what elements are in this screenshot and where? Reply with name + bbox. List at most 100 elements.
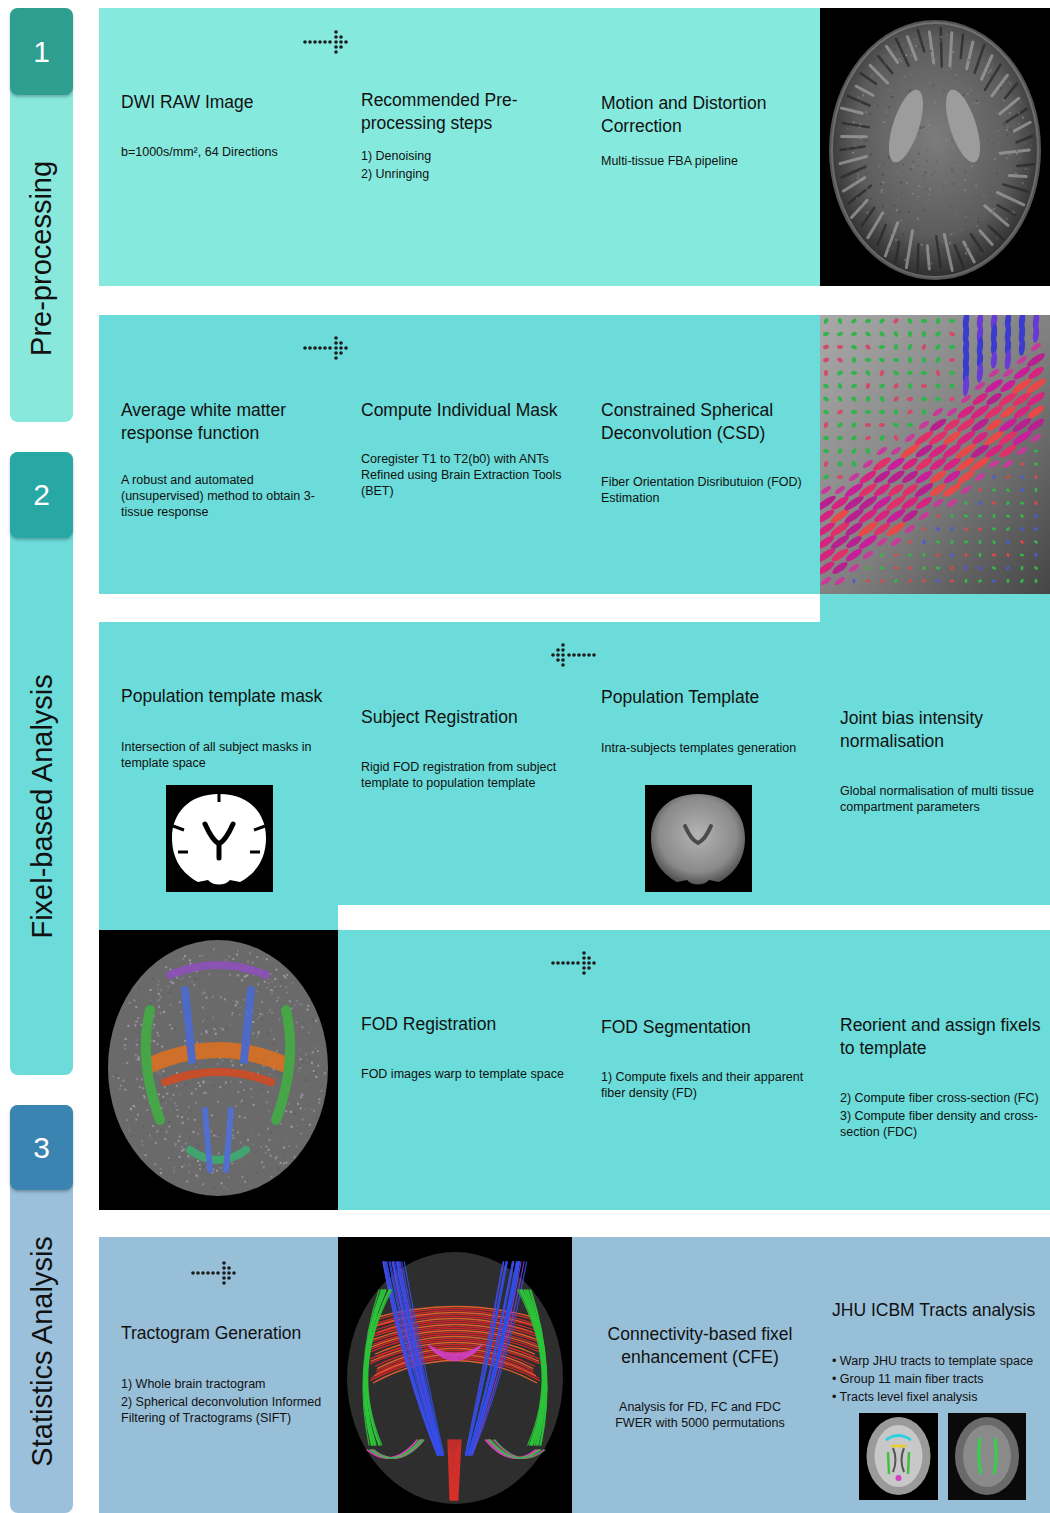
fod-speckle [139,1104,141,1106]
image-noise [1020,101,1022,103]
gyrus-mark [929,32,933,63]
fod-speckle [258,1134,260,1136]
fod-speckle [194,1172,196,1174]
fod-glyph [851,421,857,428]
step-description: b=1000s/mm², 64 Directions [121,144,343,160]
fibre [469,1262,516,1455]
image-noise [955,231,957,233]
fibre [451,1440,453,1500]
image-noise [977,221,979,223]
fod-speckle [158,1147,160,1149]
fibre [452,1440,453,1500]
fod-speckle [158,1093,160,1095]
fod-speckle [179,1093,181,1095]
fod-speckle [162,1023,164,1025]
gyrus-mark [961,35,963,58]
fod-speckle [234,1145,236,1147]
image-noise [869,132,871,134]
image-noise [860,203,862,205]
fod-speckle [188,1171,190,1173]
fod-glyph [1019,539,1024,544]
fod-glyph [1020,578,1025,583]
fod-glyph [887,482,906,498]
fod-speckle [252,962,254,964]
fod-speckle [179,1156,181,1158]
image-noise [847,148,849,150]
image-noise [870,154,872,156]
fibre [489,1440,539,1458]
fod-glyph [1034,579,1037,584]
sulcus-notch [218,794,221,802]
fod-glyph [977,488,982,493]
fod-glyph [1005,488,1010,493]
fod-speckle [157,1034,159,1036]
arrow-dot [339,341,343,345]
fod-speckle [127,1025,129,1027]
gyrus-mark [842,167,866,177]
image-noise [942,239,944,241]
fod-speckle [185,1111,187,1113]
fod-glyph [836,435,843,441]
fod-glyph [962,375,970,396]
image-noise [857,177,859,179]
fod-speckle [260,1013,262,1015]
image-noise [999,152,1001,154]
image-noise [1018,112,1020,114]
arrow-dot [339,40,343,44]
fod-speckle [275,969,277,971]
brain-slice [955,1417,1019,1495]
fod-speckle [181,1116,183,1118]
fod-glyph [879,552,884,557]
arrow-dot [318,346,322,350]
step-block: FOD RegistrationFOD images warp to templ… [361,1013,583,1082]
fod-glyph [934,330,941,337]
image-noise [869,113,871,115]
fod-speckle [189,1137,191,1139]
fod-speckle [150,999,152,1001]
fod-speckle [219,1167,221,1169]
fod-glyph [872,482,892,499]
fod-speckle [167,1144,169,1146]
fod-glyph [823,357,830,362]
image-noise [1003,152,1005,154]
arrow-dot [561,658,565,662]
arrow-dot [227,1266,231,1270]
fod-speckle [162,1070,164,1072]
image-noise [951,168,953,170]
fod-glyph [1033,462,1038,467]
image-noise [926,41,928,43]
arrow-dot [216,1271,220,1275]
fod-speckle [169,969,171,971]
image-noise [952,250,954,252]
image-noise [981,63,983,65]
step-description: 2) Unringing [361,166,586,182]
fod-speckle [318,1098,320,1100]
fod-speckle [239,1014,241,1016]
arrow-dot [334,45,338,49]
fod-speckle [179,1114,181,1116]
image-noise [882,215,884,217]
fod-speckle [270,1104,272,1106]
image-noise [884,159,886,161]
arrow-dot [572,653,576,657]
fod-speckle [308,1057,310,1059]
image-noise [909,168,911,170]
gyrus-mark [1009,174,1026,178]
fod-speckle [206,1040,208,1042]
fod-speckle [252,1021,254,1023]
fod-glyph [890,446,903,457]
fibre [373,1361,536,1383]
fod-speckle [176,977,178,979]
gyrus-mark [842,135,867,138]
image-noise [872,220,874,222]
image-noise [989,192,991,194]
fibre [397,1262,442,1455]
fod-speckle [307,1079,309,1081]
fod-glyph [1030,342,1043,353]
image-noise [965,252,967,254]
step-description: Rigid FOD registration from subject temp… [361,759,583,792]
fod-template-image [99,930,338,1210]
fod-glyph [837,475,844,480]
fod-glyph [990,351,998,369]
